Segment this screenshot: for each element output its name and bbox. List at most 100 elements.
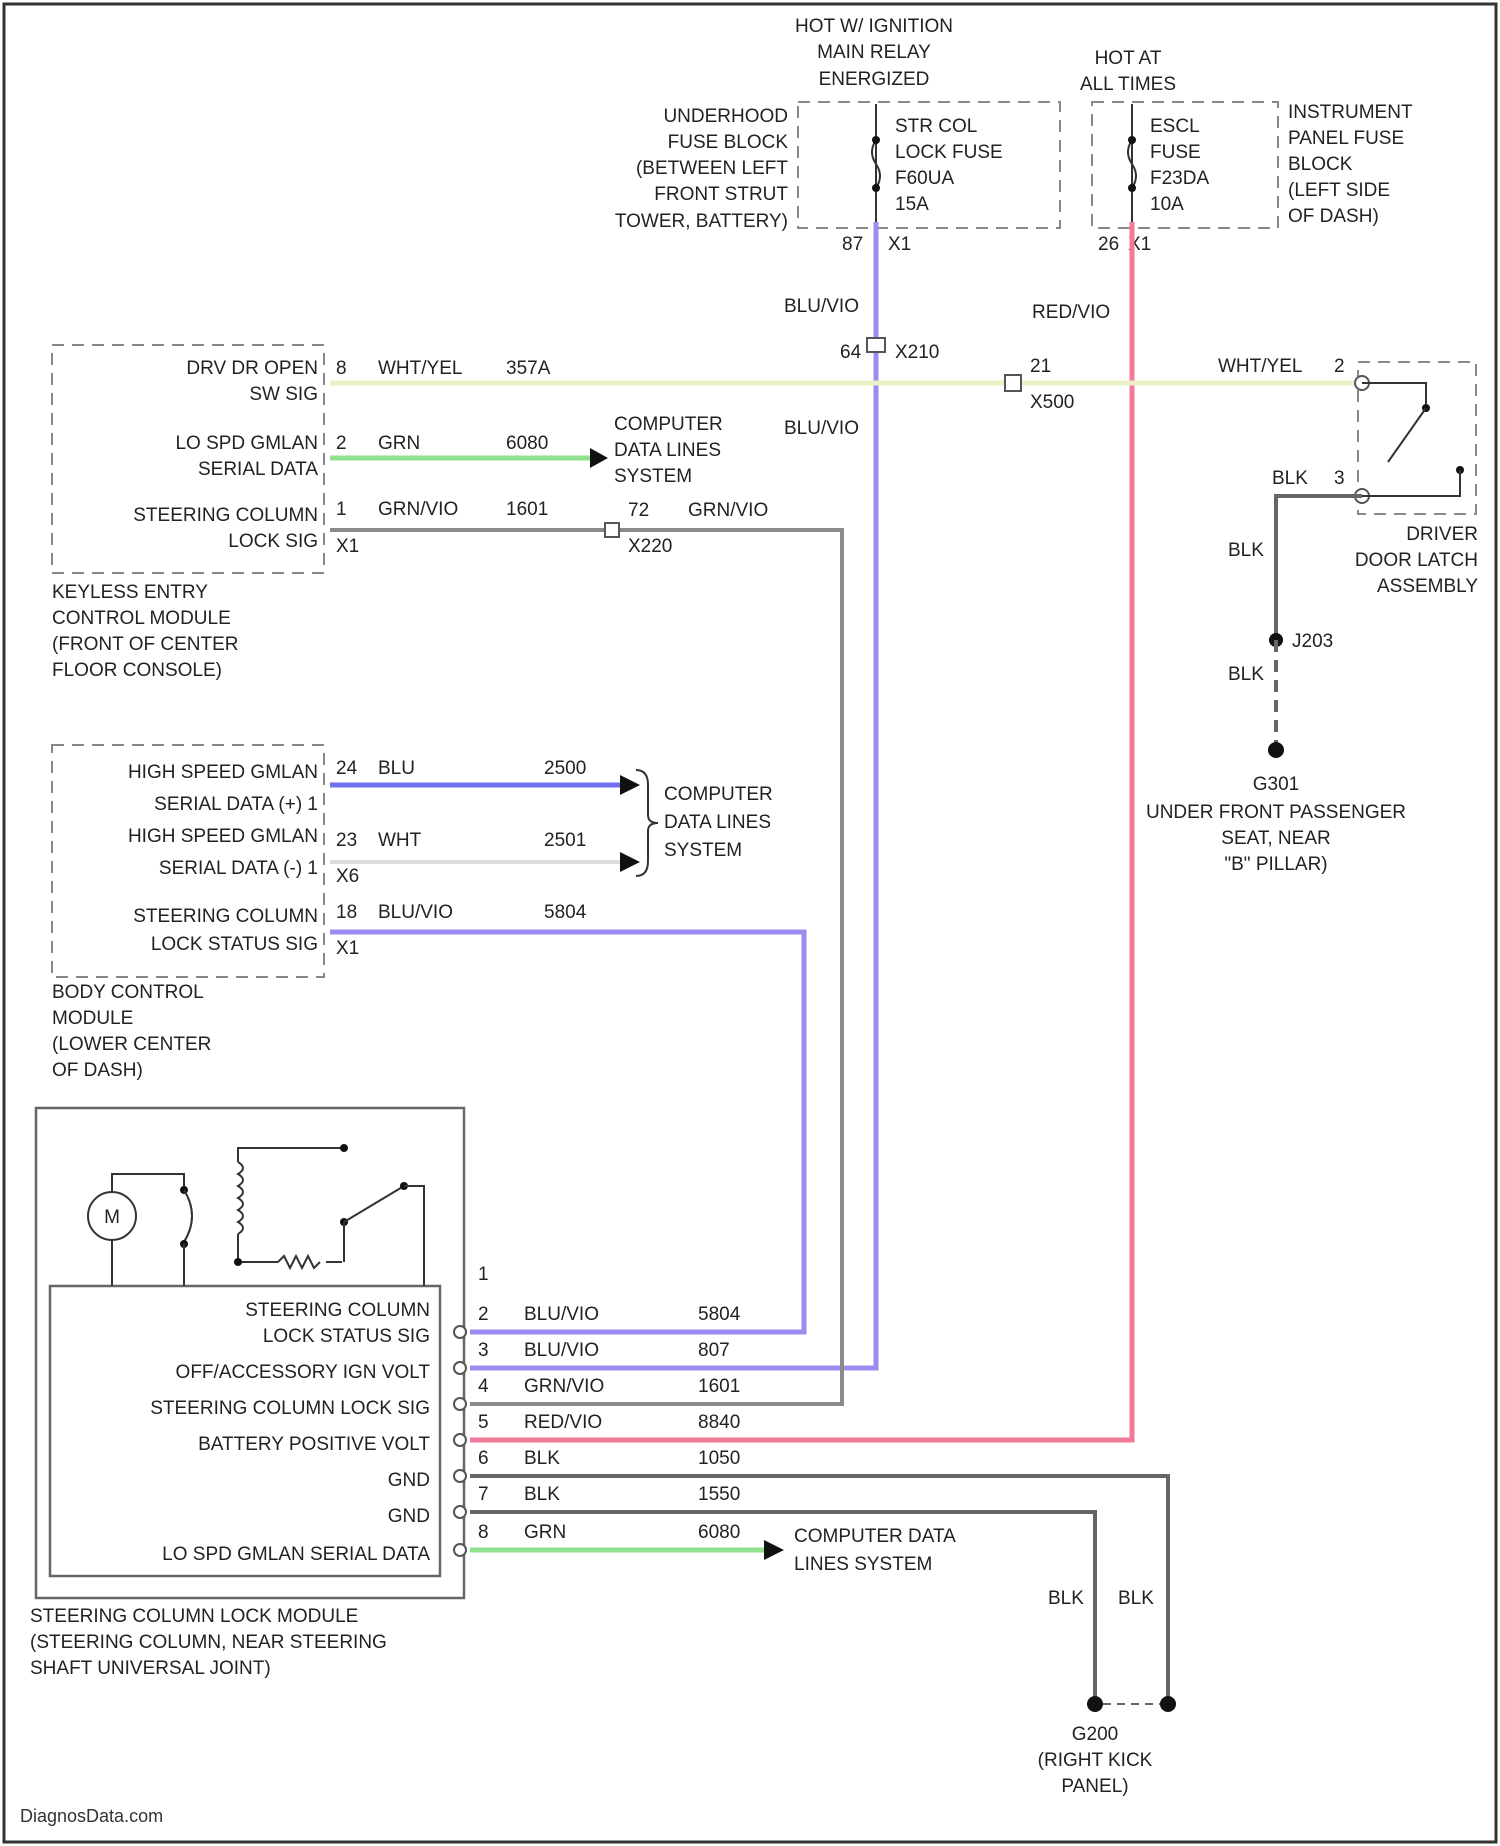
svg-text:PANEL): PANEL) (1061, 1776, 1128, 1797)
ground-g301 (1268, 742, 1284, 758)
svg-text:DRV DR OPEN: DRV DR OPEN (186, 358, 318, 379)
svg-text:5804: 5804 (544, 902, 587, 923)
fuse-pin-87: 87 (842, 234, 863, 255)
instrument-panel-fuse-block-label: INSTRUMENT PANEL FUSE BLOCK (LEFT SIDE O… (1288, 102, 1413, 227)
wire-label-red-vio: RED/VIO (1032, 302, 1110, 323)
wire-label-blu-vio-2: BLU/VIO (784, 418, 859, 439)
bcm-pin-row-3: STEERING COLUMN LOCK STATUS SIG 18 BLU/V… (133, 902, 586, 955)
ground-g200-location: (RIGHT KICK PANEL) (1038, 1750, 1153, 1797)
svg-text:STEERING COLUMN: STEERING COLUMN (245, 1300, 430, 1321)
svg-text:HIGH SPEED GMLAN: HIGH SPEED GMLAN (128, 762, 318, 783)
svg-text:OFF/ACCESSORY IGN VOLT: OFF/ACCESSORY IGN VOLT (176, 1362, 431, 1383)
str-col-lock-fuse: STR COL LOCK FUSE F60UA 15A (872, 104, 1003, 222)
svg-text:ASSEMBLY: ASSEMBLY (1377, 576, 1478, 597)
svg-text:FUSE: FUSE (1150, 142, 1201, 163)
arrow-keyless-cds (590, 448, 608, 468)
svg-text:WHT: WHT (378, 830, 422, 851)
svg-text:BLU/VIO: BLU/VIO (378, 902, 453, 923)
connector-x220 (605, 523, 619, 537)
svg-text:(RIGHT KICK: (RIGHT KICK (1038, 1750, 1153, 1771)
bcm-cds-label: COMPUTER DATA LINES SYSTEM (664, 784, 773, 861)
svg-text:5804: 5804 (698, 1304, 741, 1325)
svg-text:BLU/VIO: BLU/VIO (524, 1304, 599, 1325)
svg-text:2501: 2501 (544, 830, 586, 851)
svg-text:STR COL: STR COL (895, 116, 977, 137)
svg-text:GRN: GRN (524, 1522, 566, 1543)
svg-text:STEERING COLUMN LOCK MODULE: STEERING COLUMN LOCK MODULE (30, 1606, 358, 1627)
svg-text:STEERING COLUMN LOCK SIG: STEERING COLUMN LOCK SIG (150, 1398, 430, 1419)
svg-text:10A: 10A (1150, 194, 1184, 215)
svg-text:18: 18 (336, 902, 357, 923)
svg-text:8: 8 (336, 358, 347, 379)
svg-text:HOT W/ IGNITION: HOT W/ IGNITION (795, 16, 953, 37)
svg-text:BLOCK: BLOCK (1288, 154, 1353, 175)
svg-text:TOWER, BATTERY): TOWER, BATTERY) (615, 211, 788, 232)
svg-text:(BETWEEN LEFT: (BETWEEN LEFT (636, 158, 788, 179)
svg-text:F60UA: F60UA (895, 168, 954, 189)
connector-x220-color: GRN/VIO (688, 500, 768, 521)
svg-text:LOCK SIG: LOCK SIG (228, 531, 318, 552)
svg-text:GRN/VIO: GRN/VIO (378, 499, 458, 520)
motor-icon: M (88, 1174, 192, 1286)
bcm-connector-x1: X1 (336, 938, 359, 959)
svg-text:7: 7 (478, 1484, 489, 1505)
door-latch-blk: BLK (1272, 468, 1308, 489)
connector-x500-label: X500 (1030, 392, 1074, 413)
escl-fuse: ESCL FUSE F23DA 10A (1128, 104, 1209, 222)
door-latch-box (1358, 362, 1476, 514)
svg-text:FLOOR CONSOLE): FLOOR CONSOLE) (52, 660, 222, 681)
arrow-bcm-cds-1 (620, 775, 640, 795)
svg-text:(FRONT OF CENTER: (FRONT OF CENTER (52, 634, 238, 655)
svg-text:2: 2 (478, 1304, 489, 1325)
svg-text:OF DASH): OF DASH) (52, 1060, 143, 1081)
svg-text:FUSE BLOCK: FUSE BLOCK (668, 132, 789, 153)
ground-wire-blk-a: BLK (1048, 1588, 1084, 1609)
ign-source-label: HOT W/ IGNITION MAIN RELAY ENERGIZED (795, 16, 953, 90)
ground-g301-location: UNDER FRONT PASSENGER SEAT, NEAR "B" PIL… (1146, 802, 1406, 875)
svg-text:SYSTEM: SYSTEM (614, 466, 692, 487)
svg-text:OF DASH): OF DASH) (1288, 206, 1379, 227)
svg-text:MAIN RELAY: MAIN RELAY (817, 42, 931, 63)
underhood-fuse-block-label: UNDERHOOD FUSE BLOCK (BETWEEN LEFT FRONT… (615, 106, 789, 232)
svg-text:6080: 6080 (698, 1522, 740, 1543)
svg-text:FRONT STRUT: FRONT STRUT (654, 184, 788, 205)
svg-text:HIGH SPEED GMLAN: HIGH SPEED GMLAN (128, 826, 318, 847)
svg-text:STEERING COLUMN: STEERING COLUMN (133, 505, 318, 526)
fuse-pin-26: 26 (1098, 234, 1119, 255)
wire-blu-vio-5804 (330, 932, 804, 1332)
sclm-row-1: STEERING COLUMN LOCK STATUS SIG 2 BLU/VI… (245, 1300, 740, 1347)
connector-x210 (867, 338, 885, 352)
svg-text:8: 8 (478, 1522, 489, 1543)
svg-text:ALL TIMES: ALL TIMES (1080, 74, 1176, 95)
svg-text:KEYLESS ENTRY: KEYLESS ENTRY (52, 582, 208, 603)
svg-text:SYSTEM: SYSTEM (664, 840, 742, 861)
svg-text:LO SPD GMLAN: LO SPD GMLAN (175, 433, 318, 454)
svg-text:5: 5 (478, 1412, 489, 1433)
svg-text:LOCK FUSE: LOCK FUSE (895, 142, 1003, 163)
sclm-pin-1: 1 (478, 1264, 489, 1285)
svg-text:6080: 6080 (506, 433, 548, 454)
svg-text:2500: 2500 (544, 758, 586, 779)
svg-text:WHT/YEL: WHT/YEL (378, 358, 462, 379)
door-latch-switch (1355, 376, 1464, 503)
watermark: DiagnosData.com (20, 1806, 163, 1826)
svg-text:(LOWER CENTER: (LOWER CENTER (52, 1034, 211, 1055)
svg-text:807: 807 (698, 1340, 730, 1361)
wire-grn-vio-1601 (330, 530, 842, 1404)
wire-label-blu-vio: BLU/VIO (784, 296, 859, 317)
svg-text:RED/VIO: RED/VIO (524, 1412, 602, 1433)
svg-text:1601: 1601 (698, 1376, 740, 1397)
svg-text:F23DA: F23DA (1150, 168, 1209, 189)
ground-g301-label: G301 (1253, 774, 1299, 795)
svg-text:BLU: BLU (378, 758, 415, 779)
svg-text:GND: GND (388, 1506, 430, 1527)
fuse-connector-x1: X1 (888, 234, 911, 255)
bcm-connector-x6: X6 (336, 866, 359, 887)
arrow-bcm-cds-2 (620, 852, 640, 872)
connector-x220-label: X220 (628, 536, 672, 557)
keyless-module-name: KEYLESS ENTRY CONTROL MODULE (FRONT OF C… (52, 582, 238, 681)
svg-text:BODY CONTROL: BODY CONTROL (52, 982, 204, 1003)
sclm-row-2: OFF/ACCESSORY IGN VOLT 3 BLU/VIO 807 (176, 1340, 730, 1383)
sclm-name: STEERING COLUMN LOCK MODULE (STEERING CO… (30, 1606, 387, 1679)
